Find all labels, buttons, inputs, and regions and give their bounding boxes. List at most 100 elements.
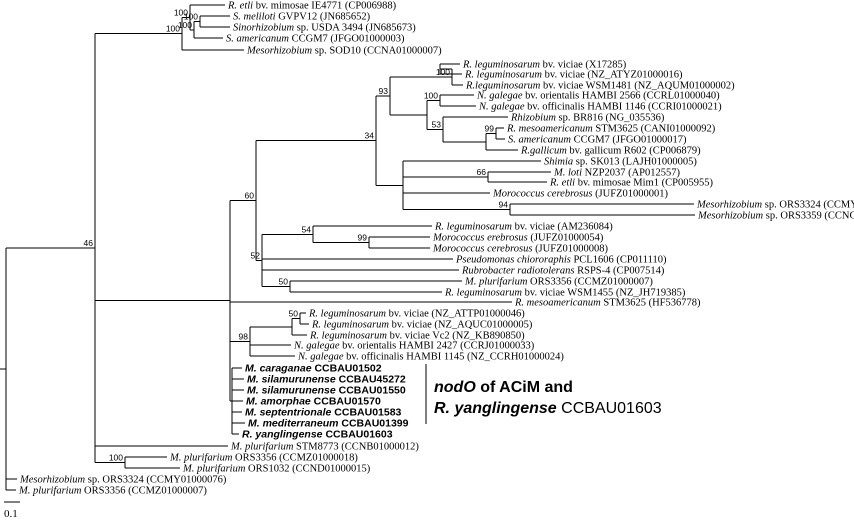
bootstrap-value: 99	[358, 233, 368, 243]
leaf-label: Rubrobacter radiotolerans RSPS-4 (CP0075…	[461, 266, 665, 277]
leaf-taxon-name: Morococcus cerebrosus	[492, 189, 592, 200]
leaf-strain-accession: ORS3356 (CCMZ01000007)	[81, 486, 207, 497]
leaf-strain-accession: bv. officinalis HAMBI 1146 (CCRI01000021…	[525, 102, 723, 113]
leaf-taxon-name: R.leguminosarum	[465, 81, 541, 92]
bootstrap-value: 66	[477, 167, 487, 177]
bootstrap-value: 100	[174, 7, 188, 17]
leaf-taxon-name: N. galegae	[476, 91, 523, 102]
leaf-taxon-name: R. mesoamericanum	[506, 124, 593, 135]
leaf-strain-accession: CCBAU01603	[323, 429, 393, 441]
leaf-strain-accession: bv. viciae Vc2 (NZ_KB890850)	[387, 331, 525, 342]
leaf-label: Mesorhizobium sp. ORS3359 (CCNC01000180)	[697, 211, 854, 222]
leaf-strain-accession: (JUFZ01000001)	[592, 189, 668, 200]
leaf-taxon-name: R. yanglingense	[242, 429, 323, 441]
leaf-label-highlighted: M. amorphae CCBAU01570	[246, 396, 381, 408]
bootstrap-value: 100	[109, 453, 123, 463]
leaf-label: S. meliloti GVPV12 (JN685652)	[233, 12, 371, 23]
leaf-label: M. plurifarium ORS3356 (CCMZ01000018)	[169, 453, 358, 464]
leaf-label: Shimia sp. SK013 (LAJH01000005)	[544, 157, 697, 168]
leaf-taxon-name: Mesorhizobium	[697, 211, 764, 222]
bootstrap-value: 100	[424, 91, 438, 101]
leaf-strain-accession: sp. SOD10 (CCNA01000007)	[312, 46, 442, 57]
bootstrap-value: 93	[379, 86, 389, 96]
leaf-strain-accession: RSPS-4 (CP007514)	[574, 266, 664, 277]
leaf-taxon-name: Pseudomonas chiororaphis	[455, 255, 571, 266]
bootstrap-value: 53	[432, 119, 442, 129]
leaf-strain-accession: (JUFZ01000054)	[528, 233, 604, 244]
leaf-labels: R. etli bv. mimosae IE4771 (CP006988)S. …	[18, 1, 854, 497]
leaf-strain-accession: CCBAU01550	[336, 385, 406, 397]
leaf-strain-accession: bv. mimosae IE4771 (CP006988)	[253, 1, 397, 12]
leaf-strain-accession: bv. gallicum R602 (CP006879)	[567, 146, 701, 157]
leaf-label: S. americanum CCGM7 (JFGO01000003)	[226, 34, 405, 45]
bootstrap-value: 100	[436, 67, 450, 77]
leaf-strain-accession: bv. officinalis HAMBI 1145 (NZ_CCRH01000…	[344, 352, 565, 363]
leaf-taxon-name: N. galegae	[297, 352, 344, 363]
leaf-label: Mesorhizobium sp. SOD10 (CCNA01000007)	[246, 46, 442, 57]
leaf-label: R. mesoamericanum STM3625 (HF536778)	[514, 298, 701, 309]
leaf-taxon-name: M. silamurunense	[247, 385, 336, 397]
leaf-taxon-name: N. galegae	[293, 341, 340, 352]
leaf-strain-accession: bv. viciae (AM236084)	[512, 222, 613, 233]
leaf-strain-accession: bv. viciae (NZ_ATTP01000046)	[386, 309, 525, 320]
leaf-label: N. galegae bv. orientalis HAMBI 2427 (CC…	[293, 341, 535, 352]
leaf-strain-accession: CCGM7 (JFGO01000003)	[289, 34, 405, 45]
leaf-label: Morococcus cerebrosus (JUFZ01000001)	[492, 189, 668, 200]
leaf-strain-accession: CCBAU01570	[311, 396, 381, 408]
leaf-label: M. plurifarium STM8773 (CCNB01000012)	[230, 442, 419, 453]
bootstrap-value: 46	[84, 238, 94, 248]
leaf-taxon-name: M. septentrionale	[245, 407, 332, 419]
leaf-taxon-name: R. mesoamericanum	[514, 298, 601, 309]
leaf-taxon-name: R. leguminosarum	[309, 331, 387, 342]
leaf-taxon-name: R. leguminosarum	[308, 309, 386, 320]
leaf-taxon-name: M. mediterraneum	[248, 418, 338, 430]
leaf-taxon-name: Mesorhizobium	[696, 200, 763, 211]
annotation-line2: R. yanglingense CCBAU01603	[434, 400, 662, 417]
leaf-taxon-name: S. americanum	[226, 34, 289, 45]
bootstrap-value: 34	[365, 131, 375, 141]
leaf-taxon-name: M. plurifarium	[169, 453, 233, 464]
scale-bar-label: 0.1	[4, 508, 18, 520]
leaf-taxon-name: Shimia	[544, 157, 573, 168]
leaf-taxon-name: M. plurifarium	[182, 464, 246, 475]
leaf-label: M. plurifarium ORS3356 (CCMZ01000007)	[18, 486, 207, 497]
leaf-strain-accession: bv. orientalis HAMBI 2427 (CCRJ01000033)	[340, 341, 535, 352]
leaf-label: R. mesoamericanum STM3625 (CANI01000092)	[506, 124, 716, 135]
leaf-label: R. leguminosarum bv. viciae (AM236084)	[434, 222, 613, 233]
leaf-taxon-name: R. etli	[227, 1, 253, 12]
leaf-taxon-name: R.gallicum	[520, 146, 567, 157]
leaf-strain-accession: GVPV12 (JN685652)	[276, 12, 371, 23]
bootstrap-value: 50	[289, 309, 299, 319]
leaf-strain-accession: bv. orientalis HAMBI 2566 (CCRL01000040)	[523, 91, 721, 102]
annotation-line1: nodO of ACiM and	[434, 379, 573, 396]
leaf-strain-accession: bv. viciae (NZ_AQUC01000005)	[389, 320, 533, 331]
leaf-label: Morococcus erebrosus (JUFZ01000054)	[432, 233, 604, 244]
leaf-strain-accession: ORS3356 (CCMZ01000007)	[527, 277, 653, 288]
leaf-taxon-name: R. leguminosarum	[462, 60, 540, 71]
leaf-strain-accession: CCBAU01583	[331, 407, 401, 419]
leaf-taxon-name: Mesorhizobium	[246, 46, 313, 57]
bootstrap-value: 60	[245, 190, 255, 200]
leaf-strain-accession: CCBAU01502	[312, 363, 382, 375]
leaf-label: Pseudomonas chiororaphis PCL1606 (CP0111…	[455, 255, 667, 266]
bootstrap-value: 94	[499, 200, 509, 210]
tree-branches	[0, 4, 695, 491]
leaf-taxon-name: R. leguminosarum	[434, 222, 512, 233]
leaf-taxon-name: M. amorphae	[246, 396, 311, 408]
leaf-label: Mesorhizobium sp. ORS3324 (CCMY01000077)	[696, 200, 854, 211]
leaf-label: N. galegae bv. officinalis HAMBI 1146 (C…	[478, 102, 722, 113]
leaf-label: Morococcus cerebrosus (JUFZ01000008)	[432, 244, 608, 255]
leaf-strain-accession: bv. viciae WSM1455 (NZ_JH719385)	[522, 288, 686, 299]
leaf-label: S. americanum CCGM7 (JFGO01000017)	[508, 135, 687, 146]
leaf-taxon-name: S. americanum	[508, 135, 571, 146]
leaf-label: R.gallicum bv. gallicum R602 (CP006879)	[520, 146, 701, 157]
leaf-taxon-name: M. plurifarium	[18, 486, 82, 497]
leaf-taxon-name: Sinorhizobium	[233, 23, 294, 34]
leaf-taxon-name: M. plurifarium	[230, 442, 294, 453]
leaf-label: Mesorhizobium sp. ORS3324 (CCMY01000076)	[19, 475, 227, 486]
leaf-label: Rhizobium sp. BR816 (NG_035536)	[510, 113, 665, 124]
leaf-strain-accession: sp. SK013 (LAJH01000005)	[573, 157, 697, 168]
leaf-label-highlighted: M. silamurunense CCBAU01550	[247, 385, 406, 397]
leaf-taxon-name: Morococcus cerebrosus	[432, 244, 532, 255]
